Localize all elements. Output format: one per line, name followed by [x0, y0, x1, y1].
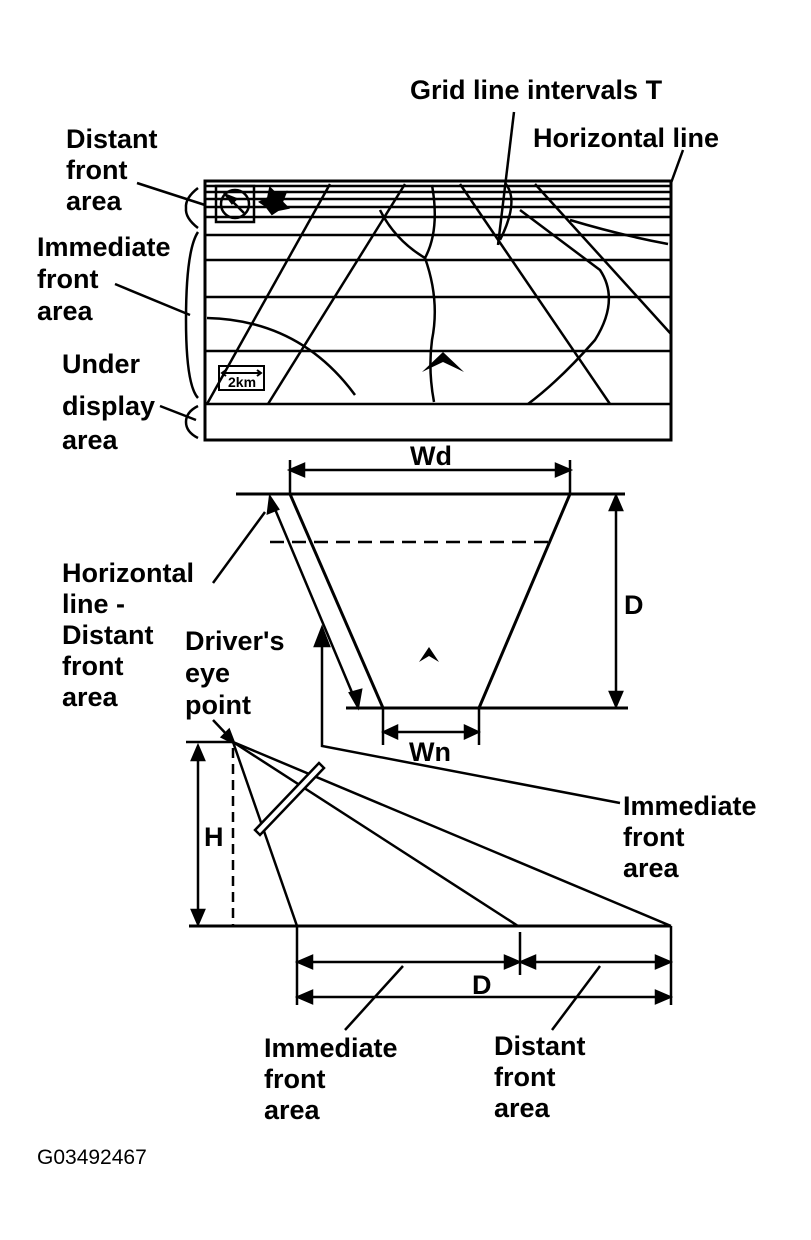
scale-2km-label: 2km	[228, 374, 256, 390]
d-top-label: D	[624, 590, 644, 620]
bottom-dimensions	[294, 926, 674, 1031]
horizontal-line-distant-label: Horizontal line - Distant front area	[62, 558, 194, 712]
perspective-grid-lines	[205, 183, 672, 405]
svg-text:area: area	[62, 425, 119, 455]
svg-text:Distant: Distant	[494, 1031, 586, 1061]
d-bottom-label: D	[472, 970, 492, 1000]
display-screen	[184, 179, 673, 442]
distant-front-area-bottom-label: Distant front area	[494, 1031, 586, 1123]
compass-icon	[214, 184, 256, 224]
svg-text:eye: eye	[185, 658, 230, 688]
wn-dimension	[381, 708, 481, 745]
sight-line-far	[232, 740, 672, 928]
svg-text:Distant: Distant	[62, 620, 154, 650]
svg-text:Horizontal: Horizontal	[62, 558, 194, 588]
svg-text:point: point	[185, 690, 251, 720]
vehicle-arrow-icon	[422, 352, 464, 372]
side-view	[186, 740, 672, 928]
svg-text:area: area	[62, 682, 119, 712]
horizontal-grid-lines	[205, 184, 671, 406]
svg-text:area: area	[66, 186, 123, 216]
sight-line-near	[231, 741, 299, 927]
eye-point-arrow	[212, 719, 237, 746]
horizontal-line-leader	[211, 511, 267, 584]
svg-text:front: front	[37, 264, 98, 294]
h-dimension	[190, 742, 206, 928]
svg-text:area: area	[623, 853, 680, 883]
svg-text:area: area	[494, 1093, 551, 1123]
svg-text:line -: line -	[62, 589, 125, 619]
distant-front-area-bracket	[184, 187, 199, 229]
sight-line-mid	[232, 740, 519, 928]
wd-label: Wd	[410, 441, 452, 471]
svg-text:Immediate: Immediate	[264, 1033, 398, 1063]
immediate-front-area-bottom-label: Immediate front area	[264, 1033, 398, 1125]
svg-text:area: area	[264, 1095, 321, 1125]
svg-text:area: area	[37, 296, 94, 326]
drivers-eye-point-label: Driver's eye point	[185, 626, 284, 720]
svg-text:front: front	[264, 1064, 325, 1094]
immediate-front-area-bracket	[184, 231, 200, 399]
svg-text:Under: Under	[62, 349, 141, 379]
immediate-front-area-pointer	[313, 624, 621, 805]
distant-front-area-top-label: Distant front area	[66, 124, 158, 216]
svg-text:display: display	[62, 391, 155, 421]
svg-text:Distant: Distant	[66, 124, 158, 154]
grid-line-intervals-label: Grid line intervals T	[410, 75, 663, 105]
figure-code: G03492467	[37, 1146, 147, 1169]
wn-label: Wn	[409, 737, 451, 767]
d-top-dimension	[608, 492, 624, 710]
display-frame	[203, 179, 673, 442]
horizontal-line-top-label: Horizontal line	[533, 123, 719, 153]
wd-dimension	[286, 460, 574, 494]
display-area-trapezoid	[236, 492, 628, 710]
immediate-front-area-top-label: Immediate front area	[37, 232, 171, 326]
svg-text:Immediate: Immediate	[37, 232, 171, 262]
landmark-icon	[258, 185, 291, 216]
h-label: H	[204, 822, 224, 852]
svg-text:Driver's: Driver's	[185, 626, 284, 656]
windshield-icon	[253, 761, 326, 837]
immediate-front-area-right-label: Immediate front area	[623, 791, 757, 883]
svg-text:front: front	[623, 822, 684, 852]
svg-text:Immediate: Immediate	[623, 791, 757, 821]
under-display-area-bracket	[184, 404, 199, 440]
vehicle-arrow-small-icon	[419, 647, 439, 662]
top-leader-lines	[114, 111, 685, 422]
svg-text:front: front	[66, 155, 127, 185]
under-display-area-label: Under display area	[62, 349, 155, 455]
scale-indicator	[218, 365, 265, 391]
horizontal-line-distant-dimension	[266, 493, 363, 711]
svg-text:front: front	[62, 651, 123, 681]
svg-text:front: front	[494, 1062, 555, 1092]
